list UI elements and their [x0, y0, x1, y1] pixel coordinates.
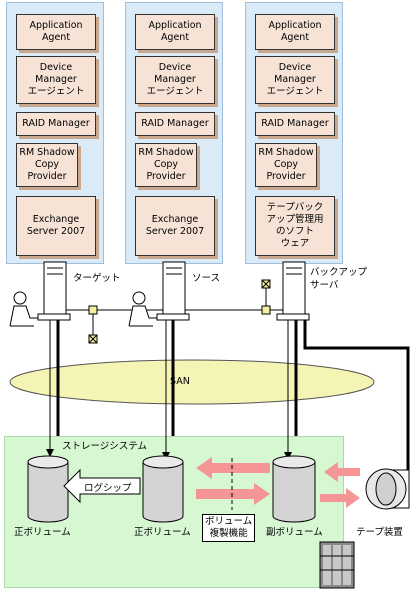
secondary-volume-cylinder	[272, 455, 316, 523]
server-tower-icon	[276, 261, 310, 321]
primary-volume-source-cylinder	[142, 455, 184, 523]
log-ship-label: ログシップ	[84, 483, 132, 494]
tape-arrow-left	[324, 462, 360, 482]
storage-system-title: ストレージシステム	[62, 441, 148, 452]
secondary-volume-label: 副ボリューム	[266, 527, 323, 538]
san-ellipse	[9, 359, 375, 405]
application-agent-box: Application Agent	[255, 14, 335, 50]
application-agent-box: Application Agent	[16, 14, 96, 50]
device-manager-agent-box: Device Manager エージェント	[255, 56, 335, 104]
tape-device-label: テープ装置	[356, 527, 403, 538]
raid-manager-box: RAID Manager	[255, 112, 335, 136]
rm-shadow-copy-provider-box: RM Shadow Copy Provider	[16, 143, 78, 187]
tape-device-icon	[365, 468, 410, 510]
user-icon	[9, 291, 38, 327]
device-manager-agent-box: Device Manager エージェント	[135, 56, 215, 104]
primary-volume-target-label: 正ボリューム	[14, 527, 71, 538]
raid-manager-box: RAID Manager	[135, 112, 215, 136]
storage-rack-icon	[319, 541, 355, 589]
lan-hub	[261, 305, 271, 315]
exchange-server-box: Exchange Server 2007	[135, 196, 215, 256]
exchange-server-box: Exchange Server 2007	[16, 196, 96, 256]
san-label: SAN	[170, 376, 190, 387]
rm-shadow-copy-provider-box: RM Shadow Copy Provider	[135, 143, 197, 187]
server-label-target: ターゲット	[73, 273, 121, 284]
server-label-source: ソース	[192, 273, 221, 284]
application-agent-box: Application Agent	[135, 14, 215, 50]
server-tower-icon	[37, 261, 71, 321]
primary-volume-source-label: 正ボリューム	[134, 527, 191, 538]
server-tower-icon	[156, 261, 190, 321]
raid-manager-box: RAID Manager	[16, 112, 96, 136]
primary-volume-target-cylinder	[27, 455, 69, 523]
device-manager-agent-box: Device Manager エージェント	[16, 56, 96, 104]
rm-shadow-copy-provider-box: RM Shadow Copy Provider	[255, 143, 317, 187]
replication-function-label: ボリューム 複製機能	[202, 514, 256, 542]
tape-backup-software-box: テープバック アップ管理用 のソフト ウェア	[255, 196, 335, 256]
user-icon	[128, 291, 157, 327]
log-ship-arrow	[63, 468, 141, 504]
server-label-backup: バックアップ サーバ	[310, 267, 368, 291]
tape-arrow-right	[320, 488, 360, 508]
replication-arrow-right	[196, 483, 270, 505]
lan-hub	[88, 305, 98, 315]
replication-arrow-left	[196, 457, 270, 479]
